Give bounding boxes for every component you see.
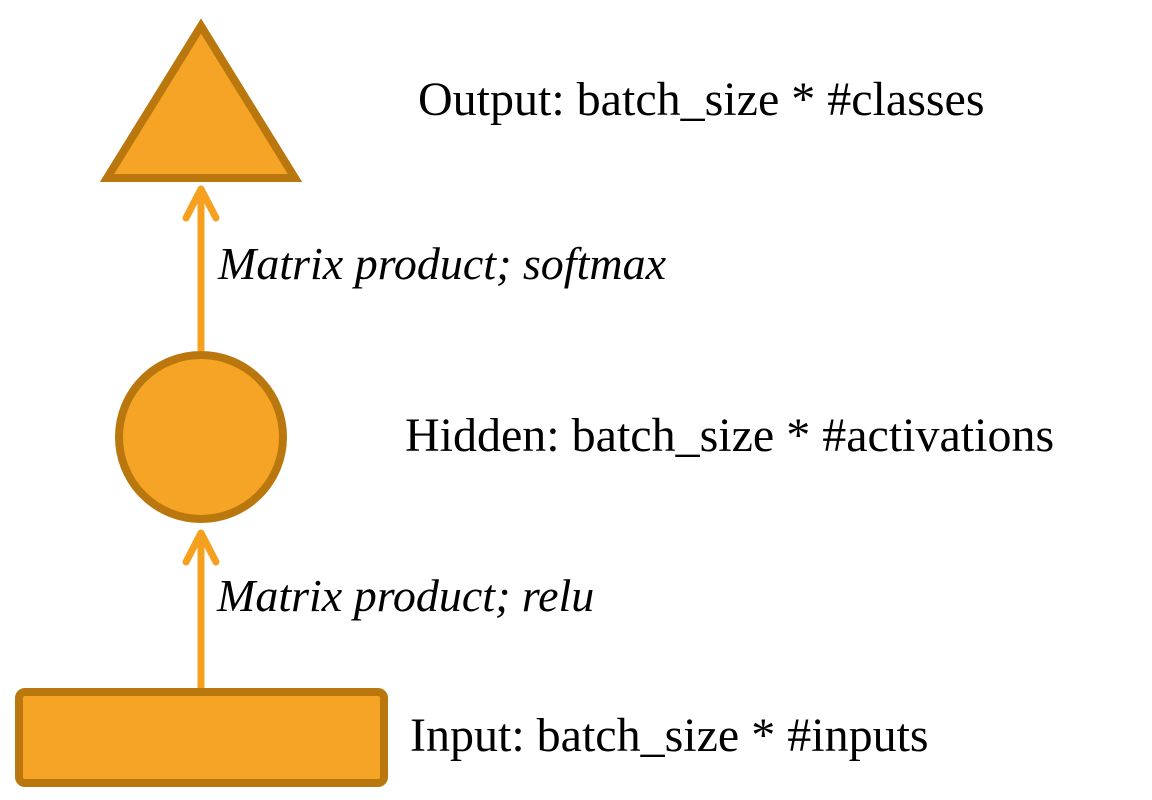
output-node-triangle xyxy=(99,18,303,182)
input-node-label: Input: batch_size * #inputs xyxy=(410,709,929,762)
edge-label-softmax: Matrix product; softmax xyxy=(218,238,667,289)
arrowhead-hidden-to-output-icon xyxy=(182,185,220,222)
hidden-node-label: Hidden: batch_size * #activations xyxy=(405,409,1055,462)
input-node-rectangle xyxy=(15,688,388,787)
output-node-label: Output: batch_size * #classes xyxy=(418,73,985,126)
edge-label-relu: Matrix product; relu xyxy=(217,570,595,621)
hidden-node-circle xyxy=(115,351,287,523)
arrowhead-input-to-hidden-icon xyxy=(182,529,220,566)
